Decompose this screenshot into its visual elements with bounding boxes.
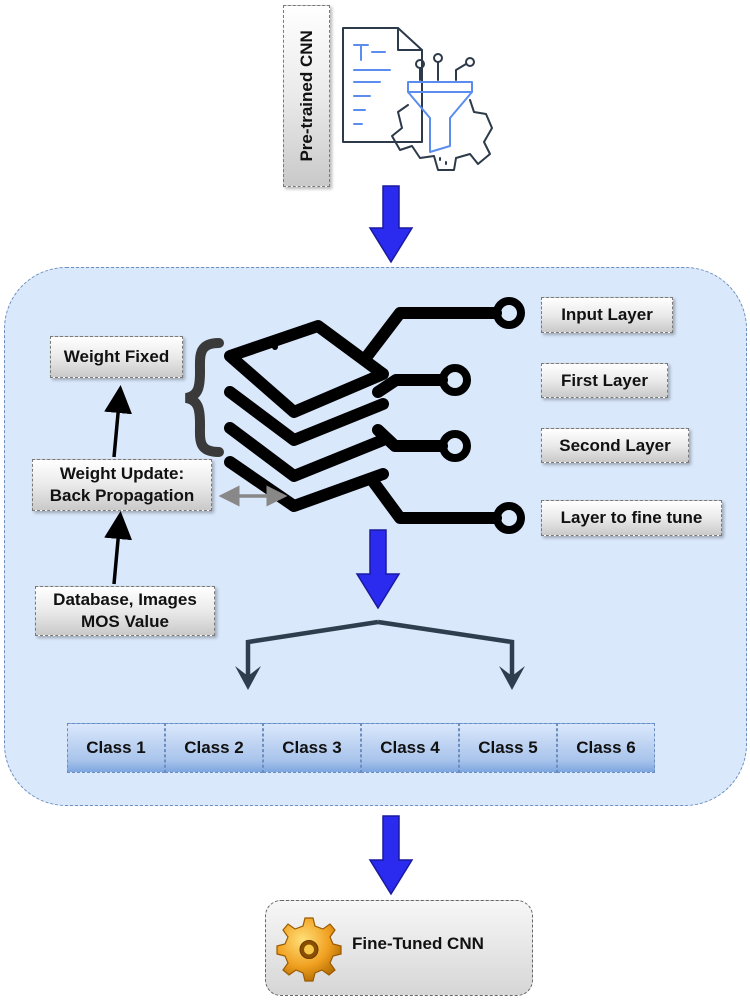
input-layer-box: Input Layer (541, 297, 673, 333)
input-layer-label: Input Layer (561, 305, 653, 325)
second-layer-label: Second Layer (559, 435, 671, 455)
pretrained-cnn-text: Pre-trained CNN (296, 30, 316, 162)
class-cell-1: Class 1 (67, 723, 165, 773)
flow-arrow-down (368, 185, 414, 264)
first-layer-box: First Layer (541, 363, 668, 398)
weight-fixed-box: Weight Fixed (50, 336, 183, 378)
class-cell-2: Class 2 (165, 723, 263, 773)
class-cell-4: Class 4 (361, 723, 459, 773)
first-layer-label: First Layer (561, 370, 648, 390)
fine-tune-layer-box: Layer to fine tune (541, 500, 722, 536)
flow-arrow-to-output (368, 815, 414, 896)
fine-tune-layer-label: Layer to fine tune (560, 508, 703, 528)
fine-tuned-cnn-label: Fine-Tuned CNN (352, 934, 484, 953)
class-cell-6: Class 6 (557, 723, 655, 773)
weight-update-title: Weight Update: (59, 464, 185, 484)
document-funnel-gear-icon (342, 27, 493, 171)
database-box: Database, Images MOS Value (35, 586, 215, 636)
database-images-label: Database, Images (53, 590, 197, 610)
back-propagation-label: Back Propagation (49, 486, 195, 505)
class-cell-5: Class 5 (459, 723, 557, 773)
pretrained-cnn-label: Pre-trained CNN (283, 5, 330, 187)
second-layer-box: Second Layer (541, 428, 689, 463)
mos-value-label: MOS Value (81, 612, 169, 631)
weight-fixed-label: Weight Fixed (63, 347, 170, 367)
weight-update-box: Weight Update: Back Propagation (32, 459, 212, 511)
class-cell-3: Class 3 (263, 723, 361, 773)
